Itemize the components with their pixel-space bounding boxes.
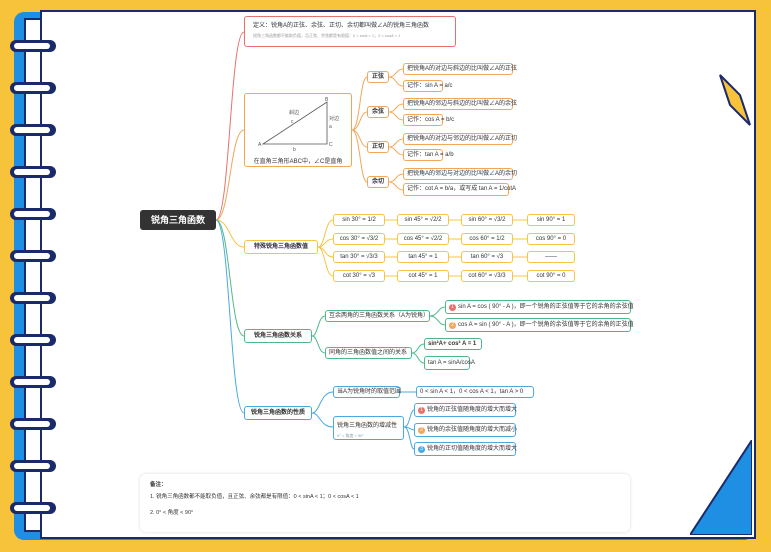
monotonicity-note: 0° < 角度 < 90° bbox=[337, 433, 364, 438]
side-a-label: a bbox=[329, 124, 332, 130]
binder-ring bbox=[10, 250, 56, 262]
same-angle-item[interactable]: sin²A+ cos² A = 1 bbox=[424, 338, 482, 350]
special-values-node[interactable]: 特殊锐角三角函数值 bbox=[244, 240, 318, 254]
complement-item-text: sin A = cos ( 90° - A )，即一个锐角的正弦值等于它的余角的… bbox=[458, 304, 634, 310]
special-value-cell[interactable]: cot 60° = √3/3 bbox=[461, 270, 513, 282]
special-value-cell[interactable]: —— bbox=[527, 251, 575, 263]
monotonicity-label: 锐角三角函数的增减性 bbox=[337, 423, 398, 429]
side-b-label: b bbox=[293, 147, 296, 153]
binder-ring bbox=[10, 418, 56, 430]
special-value-cell[interactable]: sin 60° = √3/2 bbox=[461, 214, 513, 226]
complement-item-text: cos A = sin ( 90° - A )，即一个锐角的余弦值等于它的余角的… bbox=[458, 322, 634, 328]
complement-relation-node[interactable]: 互余两角的三角函数关系（A为锐角） bbox=[325, 310, 430, 322]
func-cot-desc[interactable]: 把锐角A的邻边与对边的比叫做∠A的余切 bbox=[403, 168, 517, 180]
triangle-caption: 在直角三角形ABC中，∠C是直角 bbox=[253, 159, 343, 165]
binder-ring bbox=[10, 124, 56, 136]
special-value-cell[interactable]: cos 45° = √2/2 bbox=[397, 233, 449, 245]
remarks-line-2: 2. 0° < 角度 < 90° bbox=[150, 510, 194, 516]
range-value-node[interactable]: 0 < sin A < 1，0 < cos A < 1，tan A > 0 bbox=[416, 386, 534, 398]
hyp-label: 斜边 bbox=[289, 109, 299, 116]
monotonicity-item-text: 锐角的余弦值随角度的增大而减小 bbox=[427, 427, 518, 433]
special-value-cell[interactable]: sin 30° = 1/2 bbox=[333, 214, 385, 226]
special-value-cell[interactable]: cot 30° = √3 bbox=[333, 270, 385, 282]
opp-label: 对边 bbox=[329, 115, 339, 122]
remarks-title: 备注： bbox=[150, 482, 167, 488]
special-value-cell[interactable]: cos 30° = √3/2 bbox=[333, 233, 385, 245]
binder-ring bbox=[10, 40, 56, 52]
special-value-cell[interactable]: cot 90° = 0 bbox=[527, 270, 575, 282]
right-triangle-figure: 斜边 对边 a b c A B C bbox=[258, 97, 339, 153]
special-value-cell[interactable]: cos 60° = 1/2 bbox=[461, 233, 513, 245]
range-label-node[interactable]: 当A为锐角时的取值范围 bbox=[333, 386, 401, 398]
func-cot-formula[interactable]: 记作：cot A = b/a，或写成 tan A = 1/cotA bbox=[403, 183, 516, 196]
side-c-label: c bbox=[291, 119, 294, 125]
monotonicity-item-text: 锐角的正切值随角度的增大而增大 bbox=[427, 446, 518, 452]
func-cos-formula[interactable]: 记作：cos A = b/c bbox=[403, 114, 454, 126]
binder-ring bbox=[10, 376, 56, 388]
binder-ring bbox=[10, 208, 56, 220]
func-tan-label[interactable]: 正切 bbox=[367, 141, 389, 153]
page-fold bbox=[690, 440, 752, 535]
pencil-icon bbox=[719, 74, 751, 126]
monotonicity-item-text: 锐角的正弦值随角度的增大而增大 bbox=[427, 407, 518, 413]
definition-note: 锐角三角函数都不能取负值，且正弦、余弦都是有限值：0 < sinA < 1；0 … bbox=[253, 33, 401, 38]
remarks-line-1: 1. 锐角三角函数都不能取负值，且正弦、余弦都是有限值：0 < sinA < 1… bbox=[150, 494, 359, 500]
number-badge: 2 bbox=[418, 427, 425, 434]
definition-text: 定义：锐角A的正弦、余弦、正切、余切都叫做∠A的锐角三角函数 bbox=[253, 23, 430, 29]
root-node[interactable]: 锐角三角函数 bbox=[140, 210, 216, 230]
special-value-cell[interactable]: tan 45° = 1 bbox=[397, 251, 449, 263]
triangle-node[interactable]: 斜边 对边 a b c A B C 在直角三角形ABC中，∠C是直角 bbox=[244, 93, 352, 167]
func-tan-formula[interactable]: 记作：tan A = a/b bbox=[403, 149, 454, 161]
func-sin-label[interactable]: 正弦 bbox=[367, 71, 389, 83]
vertex-c-label: C bbox=[329, 142, 333, 148]
func-cot-label[interactable]: 余切 bbox=[367, 176, 389, 188]
binder-ring bbox=[10, 502, 56, 514]
special-value-cell[interactable]: tan 30° = √3/3 bbox=[333, 251, 385, 263]
number-badge: 1 bbox=[449, 304, 456, 311]
binder-ring bbox=[10, 292, 56, 304]
special-value-cell[interactable]: cot 45° = 1 bbox=[397, 270, 449, 282]
binder-ring bbox=[10, 334, 56, 346]
binder-ring bbox=[10, 82, 56, 94]
number-badge: 2 bbox=[449, 322, 456, 329]
number-badge: 1 bbox=[418, 407, 425, 414]
special-value-cell[interactable]: sin 90° = 1 bbox=[527, 214, 575, 226]
vertex-a-label: A bbox=[258, 142, 262, 148]
relations-node[interactable]: 锐角三角函数关系 bbox=[244, 329, 312, 343]
properties-node[interactable]: 锐角三角函数的性质 bbox=[244, 406, 312, 420]
binder-ring bbox=[10, 460, 56, 472]
func-cos-desc[interactable]: 把锐角A的邻边与斜边的比叫做∠A的余弦 bbox=[403, 98, 517, 110]
binder-ring bbox=[10, 166, 56, 178]
func-sin-desc[interactable]: 把锐角A的对边与斜边的比叫做∠A的正弦 bbox=[403, 63, 517, 75]
number-badge: 3 bbox=[418, 446, 425, 453]
same-angle-relation-node[interactable]: 同角的三角函数值之间的关系 bbox=[325, 347, 412, 359]
special-value-cell[interactable]: cos 90° = 0 bbox=[527, 233, 575, 245]
func-sin-formula[interactable]: 记作：sin A = a/c bbox=[403, 80, 453, 92]
special-value-cell[interactable]: tan 60° = √3 bbox=[461, 251, 513, 263]
special-value-cell[interactable]: sin 45° = √2/2 bbox=[397, 214, 449, 226]
func-cos-label[interactable]: 余弦 bbox=[367, 106, 389, 118]
vertex-b-label: B bbox=[325, 97, 329, 103]
func-tan-desc[interactable]: 把锐角A的对边与邻边的比叫做∠A的正切 bbox=[403, 133, 517, 145]
same-angle-item[interactable]: tan A = sinA/cosA bbox=[424, 356, 475, 370]
monotonicity-node[interactable]: 锐角三角函数的增减性 0° < 角度 < 90° bbox=[333, 416, 404, 440]
remarks-box: 备注： 1. 锐角三角函数都不能取负值，且正弦、余弦都是有限值：0 < sinA… bbox=[140, 474, 630, 532]
definition-node[interactable]: 定义：锐角A的正弦、余弦、正切、余切都叫做∠A的锐角三角函数 锐角三角函数都不能… bbox=[244, 16, 456, 47]
